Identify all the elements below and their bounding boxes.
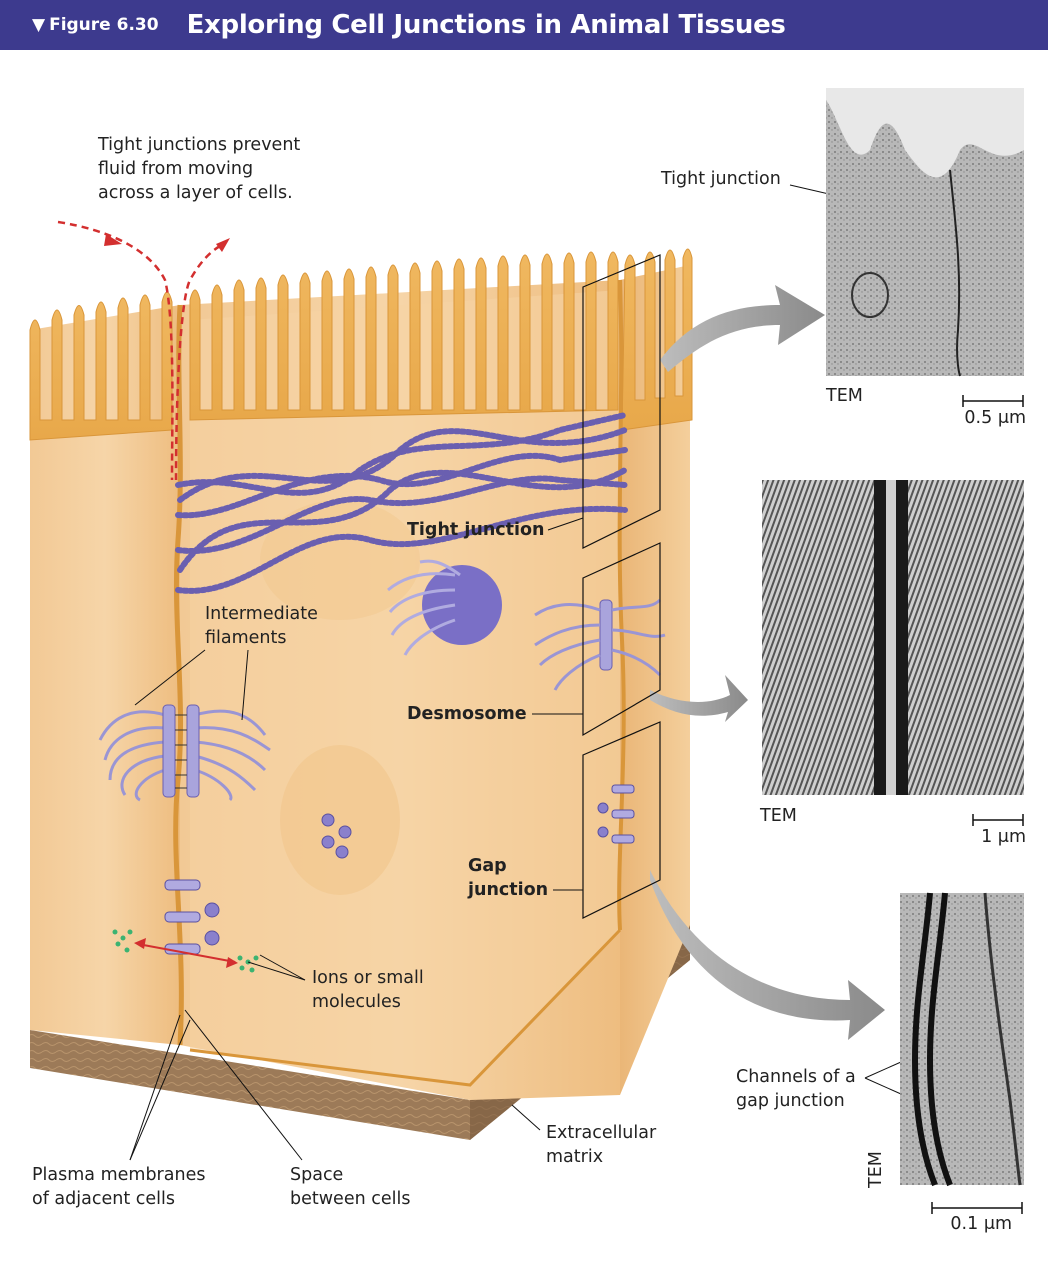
label-line: Channels of a [736,1067,856,1087]
caption-line: across a layer of cells. [98,183,293,203]
label-line: of adjacent cells [32,1189,175,1209]
gap-channels-callout: Channels of a gap junction [736,1065,856,1113]
label-line: Extracellular [546,1123,657,1143]
label-line: between cells [290,1189,411,1209]
ions-label: Ions or small molecules [312,966,424,1014]
microvilli [29,248,693,441]
figure-number: Figure 6.30 [49,15,159,35]
gap-scale-label: 0.1 μm [950,1214,1012,1234]
triangle-down-icon: ▼ [32,15,46,35]
tight-scale-label: 0.5 μm [964,408,1026,428]
desmosome-face [387,559,461,656]
left-cell [30,305,180,1045]
plasma-membranes-label: Plasma membranes of adjacent cells [32,1163,205,1211]
micrograph-arrows [650,285,885,1040]
label-line: filaments [205,628,287,648]
label-line: Ions or small [312,968,424,988]
label-line: Intermediate [205,604,318,624]
label-line: Space [290,1165,344,1185]
gap-junction-label: Gap junction [468,854,548,902]
label-line: gap junction [736,1091,845,1111]
extracellular-matrix-label: Extracellular matrix [546,1121,656,1169]
tight-junction-strands [175,412,628,594]
tight-junctions-caption: Tight junctions prevent fluid from movin… [98,133,300,205]
desmosome-tem-label: TEM [760,806,797,826]
caption-line: Tight junctions prevent [98,135,301,155]
tight-junction-callout: Tight junction [661,169,781,189]
figure-header: ▼ Figure 6.30 Exploring Cell Junctions i… [0,0,1048,50]
fluid-arrows [57,220,221,481]
gap-junction-micrograph [900,893,1024,1185]
label-line: molecules [312,992,401,1012]
ions [112,929,259,973]
tight-junction-label: Tight junction [407,520,545,540]
label-line: junction [468,880,549,900]
space-between-cells-label: Space between cells [290,1163,410,1211]
caption-line: fluid from moving [98,159,254,179]
desmosome-label: Desmosome [407,704,527,724]
label-line: Plasma membranes [32,1165,206,1185]
figure-title: Exploring Cell Junctions in Animal Tissu… [186,10,786,40]
label-line: matrix [546,1147,604,1167]
desmosome-scale-label: 1 μm [981,827,1026,847]
intermediate-filaments-label: Intermediate filaments [205,602,318,650]
tight-tem-label: TEM [826,386,863,406]
gap-junction-face [321,813,352,859]
label-line: Gap [468,856,507,876]
membrane-boundary [173,304,184,1046]
desmosome-left [98,709,271,802]
gap-tem-label: TEM [866,1151,886,1188]
